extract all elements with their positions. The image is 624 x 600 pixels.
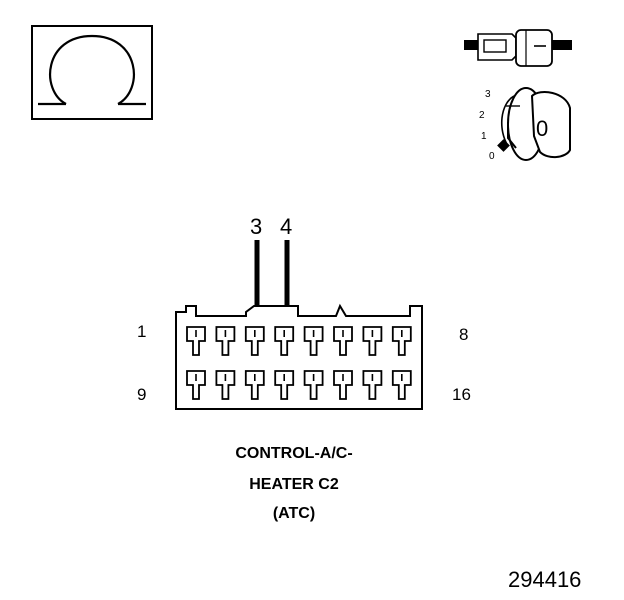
pin-terminal: [274, 370, 295, 400]
pin-terminal: [391, 370, 412, 400]
probe-label-3: 3: [250, 214, 263, 239]
pin-terminal: [333, 326, 353, 356]
pin-terminal: [215, 326, 236, 356]
connector-caption-line3: (ATC): [272, 505, 316, 522]
ignition-key-icon: [497, 87, 571, 161]
connector-pins: [186, 326, 412, 400]
pin-terminal: [303, 326, 324, 356]
key-position-1: 1: [481, 131, 487, 142]
pin-terminal: [362, 326, 383, 356]
connector-c2: [175, 303, 423, 410]
pin-terminal: [186, 326, 206, 356]
pin-label-first-bottom: 9: [137, 385, 147, 404]
pin-terminal: [274, 326, 295, 356]
pin-terminal: [333, 370, 353, 400]
connector-caption-line2: HEATER C2: [249, 476, 339, 493]
key-position-3: 3: [485, 89, 491, 100]
pin-label-first-top: 1: [137, 322, 147, 341]
pin-terminal: [391, 326, 412, 356]
pin-terminal: [244, 326, 265, 356]
figure-number: 294416: [508, 567, 582, 592]
pin-terminal: [215, 370, 236, 400]
connector-caption-line1: CONTROL-A/C-: [235, 445, 353, 462]
pin-label-last-bottom: 16: [452, 385, 471, 404]
connector-disconnect-icon: [464, 29, 572, 67]
pin-terminal: [244, 370, 265, 400]
ohm-meter-icon: [31, 25, 153, 120]
pin-label-last-top: 8: [459, 325, 469, 344]
pin-terminal: [186, 370, 206, 400]
key-face-label: 0: [536, 116, 549, 141]
pin-terminal: [362, 370, 383, 400]
probe-label-4: 4: [280, 214, 293, 239]
pin-terminal: [303, 370, 324, 400]
key-position-2: 2: [479, 110, 485, 121]
key-position-0: 0: [489, 151, 495, 162]
